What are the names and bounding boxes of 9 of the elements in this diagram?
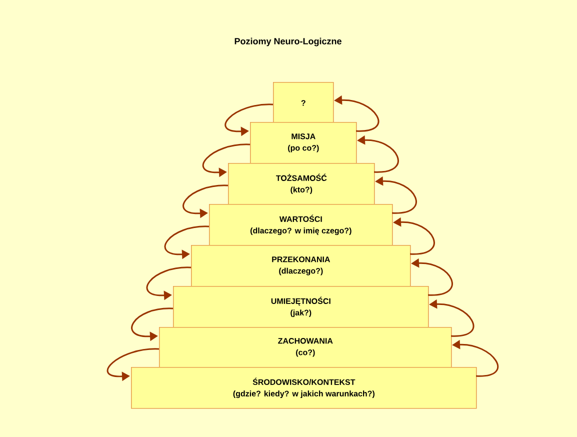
level-box: ŚRODOWISKO/KONTEKST (gdzie? kiedy? w jakich warunkach?) bbox=[131, 367, 477, 409]
title: Poziomy Neuro-Logiczne bbox=[234, 38, 342, 46]
level-box: UMIEJĘTNOŚCI (jak?) bbox=[173, 286, 429, 328]
level-box: ZACHOWANIA (co?) bbox=[159, 327, 452, 368]
level-box: ? bbox=[273, 82, 334, 124]
level-box: TOŻSAMOŚĆ (kto?) bbox=[228, 163, 375, 205]
level-box: WARTOŚCI (dlaczego? w imię czego?) bbox=[209, 204, 393, 246]
level-box: PRZEKONANIA (dlaczego?) bbox=[191, 245, 411, 287]
level-box: MISJA (po co?) bbox=[250, 122, 357, 164]
